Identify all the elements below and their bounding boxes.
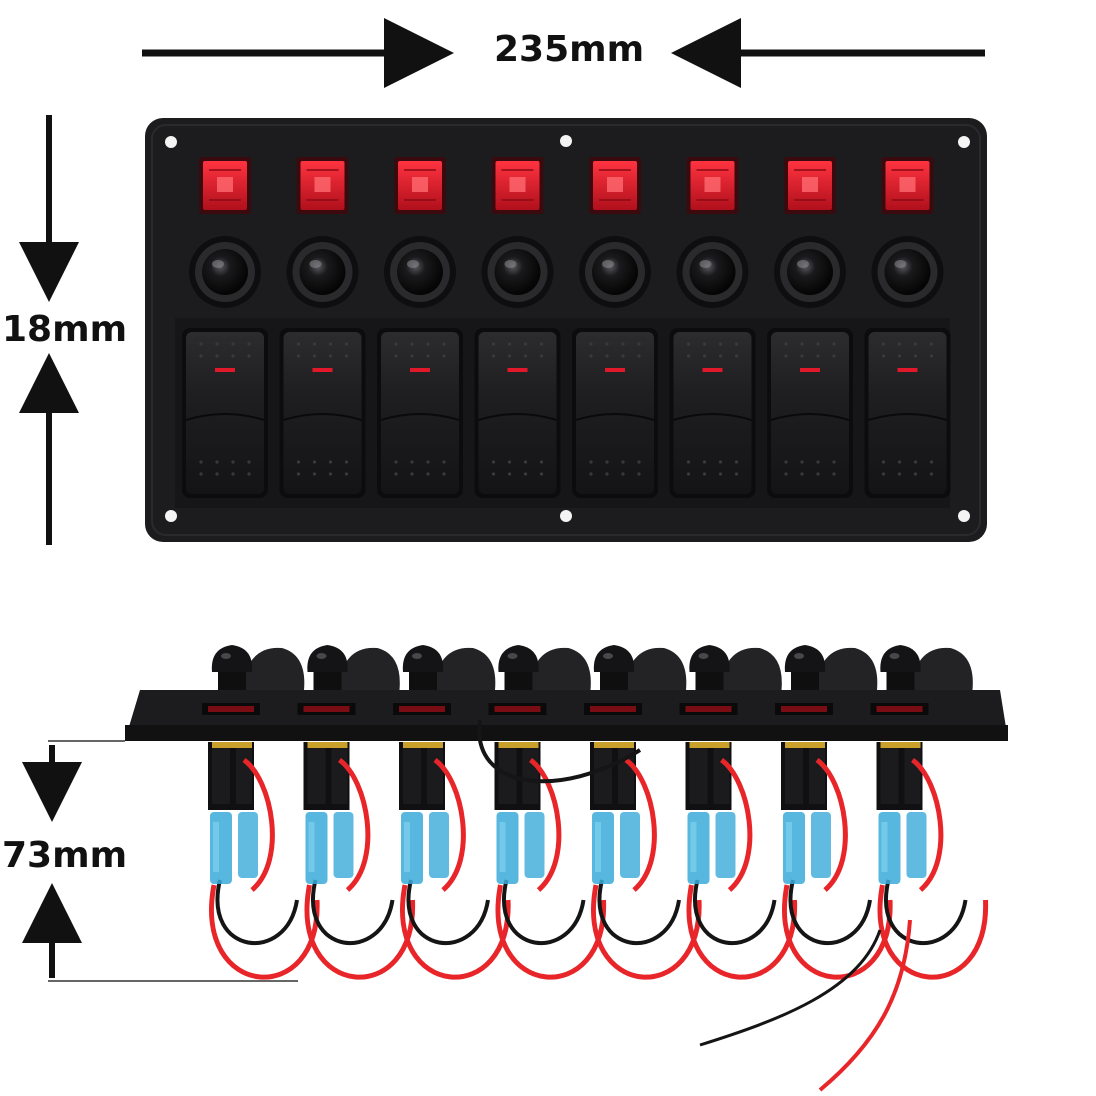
circuit-breaker-knob[interactable] <box>871 236 944 308</box>
breaker-cap-row <box>211 645 973 692</box>
circuit-breaker-knob[interactable] <box>774 236 846 308</box>
indicator-slot-icon <box>393 703 451 715</box>
indicator-led-icon <box>394 157 446 214</box>
blue-terminal-icon <box>783 812 831 884</box>
breaker-cap-icon <box>784 645 878 692</box>
switch-body-icon <box>494 742 541 810</box>
switch-body-icon <box>399 742 445 810</box>
indicator-led-icon <box>589 157 641 214</box>
rocker-switch[interactable] <box>377 328 463 498</box>
switch-body-icon <box>781 742 827 810</box>
wiring-harness <box>209 719 989 1092</box>
circuit-breaker-knob[interactable] <box>286 236 359 308</box>
depth-dimension-arrows <box>21 740 298 982</box>
circuit-breaker-knob[interactable] <box>579 236 651 308</box>
indicator-slot-icon <box>488 703 547 715</box>
lead-wires-icon <box>477 719 912 1092</box>
circuit-breaker-knob[interactable] <box>189 236 261 308</box>
blue-terminal-icon <box>401 812 449 884</box>
indicator-led-icon <box>784 157 836 214</box>
blue-terminal-icon <box>210 812 258 884</box>
indicator-led-icon <box>296 157 349 214</box>
width-dimension-label: 235mm <box>494 29 645 70</box>
indicator-led-icon <box>199 157 251 214</box>
rocker-switch[interactable] <box>572 328 658 498</box>
blue-terminal-icon <box>305 812 354 884</box>
indicator-led-icon <box>686 157 739 214</box>
breaker-cap-icon <box>402 645 496 692</box>
panel-slot-row <box>202 703 929 715</box>
rocker-switch[interactable] <box>182 328 268 498</box>
switch-body-icon <box>685 742 732 810</box>
switch-body-row <box>208 742 923 810</box>
switch-body-icon <box>303 742 350 810</box>
blue-terminal-icon <box>496 812 545 884</box>
height-dimension-label: 18mm <box>2 309 128 350</box>
breaker-cap-icon <box>307 645 400 692</box>
wire-loop-icon <box>877 757 989 980</box>
indicator-slot-icon <box>202 703 260 715</box>
indicator-slot-icon <box>870 703 929 715</box>
switch-body-icon <box>208 742 254 810</box>
breaker-cap-icon <box>211 645 305 692</box>
indicator-led-icon <box>491 157 544 214</box>
mounting-hole-icons <box>165 135 970 522</box>
breaker-cap-icon <box>498 645 591 692</box>
rocker-switch[interactable] <box>279 328 366 498</box>
blue-terminal-icon <box>687 812 736 884</box>
circuit-breaker-knob[interactable] <box>676 236 749 308</box>
rocker-switch-row <box>182 328 951 498</box>
rocker-switch[interactable] <box>767 328 853 498</box>
circuit-breaker-knob[interactable] <box>481 236 554 308</box>
rocker-switch[interactable] <box>864 328 951 498</box>
blue-terminal-icon <box>592 812 640 884</box>
front-panel <box>145 118 987 542</box>
rocker-switch[interactable] <box>669 328 756 498</box>
indicator-slot-icon <box>679 703 738 715</box>
circuit-breaker-knob[interactable] <box>384 236 456 308</box>
breaker-cap-icon <box>880 645 973 692</box>
depth-dimension-label: 73mm <box>2 835 128 876</box>
circuit-breaker-row <box>189 236 944 308</box>
breaker-cap-icon <box>593 645 687 692</box>
blue-terminal-icon <box>878 812 927 884</box>
side-view <box>125 645 1008 1092</box>
breaker-cap-icon <box>689 645 782 692</box>
indicator-slot-icon <box>297 703 356 715</box>
indicator-led-icon <box>881 157 934 214</box>
switch-body-icon <box>590 742 636 810</box>
blue-terminal-row <box>210 812 927 884</box>
indicator-slot-icon <box>584 703 642 715</box>
indicator-led-row <box>199 157 934 214</box>
rocker-switch[interactable] <box>474 328 561 498</box>
switch-body-icon <box>876 742 923 810</box>
indicator-slot-icon <box>775 703 833 715</box>
